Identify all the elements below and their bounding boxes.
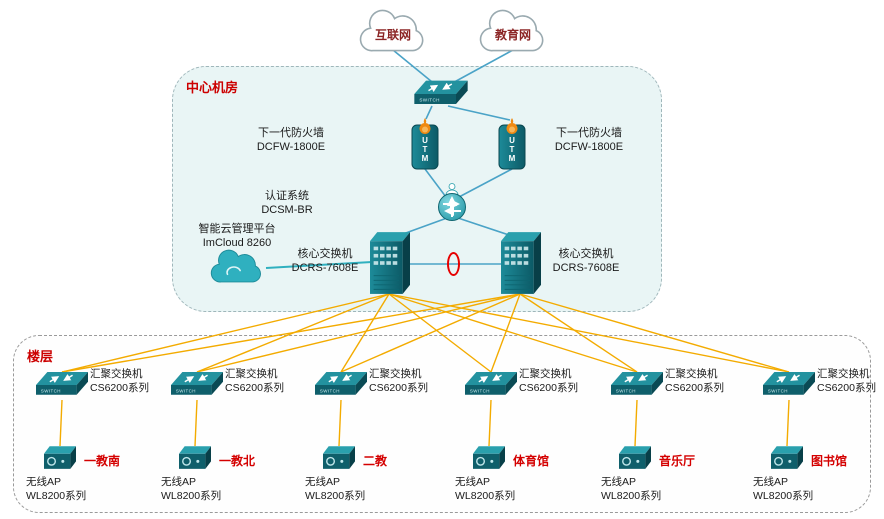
agg-switch-model: CS6200系列 — [225, 381, 284, 394]
building-group: 汇聚交换机 CS6200系列 音乐厅 无线AP WL8200系列 — [595, 366, 735, 513]
building-group: 汇聚交换机 CS6200系列 二教 无线AP WL8200系列 — [299, 366, 439, 513]
utm-firewall-left-icon — [411, 118, 439, 170]
ap-name: 无线AP — [26, 476, 62, 488]
cloud-mgmt-model: ImCloud 8260 — [202, 237, 272, 250]
wireless-ap-icon — [771, 446, 803, 471]
location-label: 一教南 — [84, 454, 121, 468]
auth-model: DCSM-BR — [261, 204, 313, 217]
agg-switch-model: CS6200系列 — [519, 381, 578, 394]
building-group: 汇聚交换机 CS6200系列 一教北 无线AP WL8200系列 — [155, 366, 295, 513]
wireless-ap-icon — [473, 446, 505, 471]
location-label: 一教北 — [219, 454, 256, 468]
aggregation-switch-icon — [315, 370, 367, 400]
utm-firewall-right-icon — [498, 118, 526, 170]
core-left-name: 核心交换机 — [297, 248, 353, 260]
firewall-right-model: DCFW-1800E — [554, 141, 624, 154]
building-group: 汇聚交换机 CS6200系列 图书馆 无线AP WL8200系列 — [747, 366, 884, 513]
aggregation-switch-icon — [465, 370, 517, 400]
firewall-right-name: 下一代防火墙 — [556, 127, 622, 139]
ap-model: WL8200系列 — [455, 489, 516, 502]
ap-model: WL8200系列 — [753, 489, 814, 502]
core-right-model: DCRS-7608E — [552, 262, 620, 275]
agg-switch-name: 汇聚交换机 — [225, 368, 278, 380]
building-group: 汇聚交换机 CS6200系列 一教南 无线AP WL8200系列 — [20, 366, 160, 513]
agg-switch-model: CS6200系列 — [369, 381, 428, 394]
ap-name: 无线AP — [455, 476, 491, 488]
agg-switch-name: 汇聚交换机 — [369, 368, 422, 380]
firewall-left-name: 下一代防火墙 — [258, 127, 324, 139]
wireless-ap-icon — [323, 446, 355, 471]
agg-switch-name: 汇聚交换机 — [90, 368, 143, 380]
core-right-name: 核心交换机 — [558, 248, 614, 260]
wireless-ap-icon — [619, 446, 651, 471]
ap-name: 无线AP — [305, 476, 341, 488]
cloud-mgmt-name: 智能云管理平台 — [198, 223, 276, 235]
auth-router-icon — [435, 182, 469, 222]
agg-switch-name: 汇聚交换机 — [519, 368, 572, 380]
aggregation-switch-icon — [611, 370, 663, 400]
ap-model: WL8200系列 — [26, 489, 87, 502]
auth-name: 认证系统 — [265, 190, 309, 202]
core-switch-right-icon — [501, 232, 541, 294]
floor-title: 楼层 — [27, 349, 54, 364]
education-cloud-label: 教育网 — [494, 28, 531, 42]
wireless-ap-icon — [179, 446, 211, 471]
central-room-title: 中心机房 — [186, 80, 239, 95]
location-label: 二教 — [363, 454, 388, 468]
agg-switch-model: CS6200系列 — [817, 381, 876, 394]
core-switch-left-icon — [370, 232, 410, 294]
agg-switch-model: CS6200系列 — [90, 381, 149, 394]
stack-link-oval — [447, 252, 460, 276]
cloud-mgmt-icon — [205, 249, 269, 287]
ap-model: WL8200系列 — [305, 489, 366, 502]
aggregation-switch-icon — [171, 370, 223, 400]
location-label: 音乐厅 — [659, 454, 696, 468]
firewall-left-model: DCFW-1800E — [256, 141, 326, 154]
agg-switch-name: 汇聚交换机 — [665, 368, 718, 380]
core-left-model: DCRS-7608E — [291, 262, 359, 275]
ap-name: 无线AP — [161, 476, 197, 488]
location-label: 图书馆 — [811, 454, 848, 468]
top-switch-icon — [414, 79, 468, 109]
internet-cloud-label: 互联网 — [374, 28, 411, 42]
ap-model: WL8200系列 — [161, 489, 222, 502]
agg-switch-model: CS6200系列 — [665, 381, 724, 394]
wireless-ap-icon — [44, 446, 76, 471]
aggregation-switch-icon — [763, 370, 815, 400]
aggregation-switch-icon — [36, 370, 88, 400]
building-group: 汇聚交换机 CS6200系列 体育馆 无线AP WL8200系列 — [449, 366, 589, 513]
location-label: 体育馆 — [513, 454, 550, 468]
agg-switch-name: 汇聚交换机 — [817, 368, 870, 380]
ap-name: 无线AP — [753, 476, 789, 488]
ap-model: WL8200系列 — [601, 489, 662, 502]
ap-name: 无线AP — [601, 476, 637, 488]
